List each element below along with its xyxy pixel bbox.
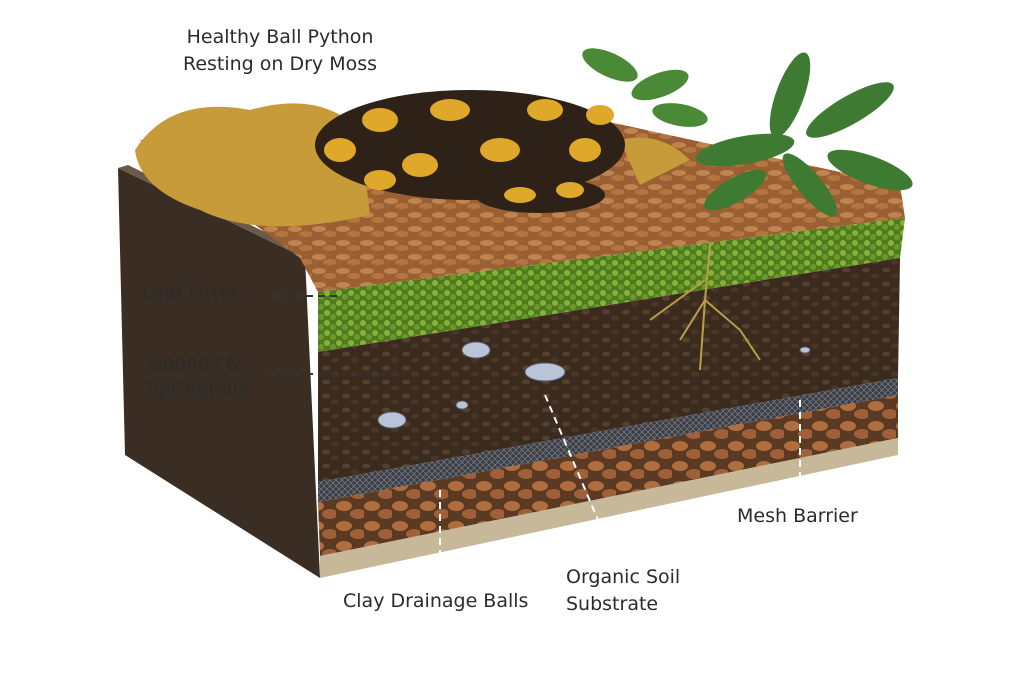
label-soil-line1: Organic Soil bbox=[566, 566, 681, 588]
clay-drainage-layer bbox=[318, 395, 898, 556]
label-soil-line2: Substrate bbox=[566, 593, 659, 615]
soil-layer bbox=[318, 258, 900, 482]
label-python-line2: Resting on Dry Moss bbox=[182, 53, 378, 75]
base-tray bbox=[320, 438, 898, 578]
label-mesh: Mesh Barrier bbox=[737, 505, 858, 527]
moss-layer bbox=[318, 218, 905, 352]
dry-moss bbox=[135, 103, 370, 227]
plants bbox=[582, 48, 913, 217]
dry-moss-right bbox=[620, 137, 690, 185]
label-clay: Clay Drainage Balls bbox=[343, 590, 529, 612]
label-isopods-line2: Springtails bbox=[147, 379, 248, 401]
label-isopods-line1: Isopods & bbox=[147, 352, 241, 374]
label-python: Healthy Ball Python Resting on Dry Moss bbox=[160, 24, 400, 78]
label-isopods: Isopods & Springtails bbox=[147, 350, 248, 404]
leader-lines bbox=[270, 295, 801, 580]
label-soil: Organic Soil Substrate bbox=[566, 564, 680, 618]
isopods bbox=[377, 341, 811, 429]
plant-roots bbox=[649, 244, 761, 371]
left-wall bbox=[118, 168, 320, 578]
label-python-line1: Healthy Ball Python bbox=[186, 26, 374, 48]
ball-python bbox=[315, 90, 625, 213]
label-leaf-litter: Leaf Litter bbox=[142, 282, 239, 304]
mesh-barrier bbox=[318, 378, 898, 502]
